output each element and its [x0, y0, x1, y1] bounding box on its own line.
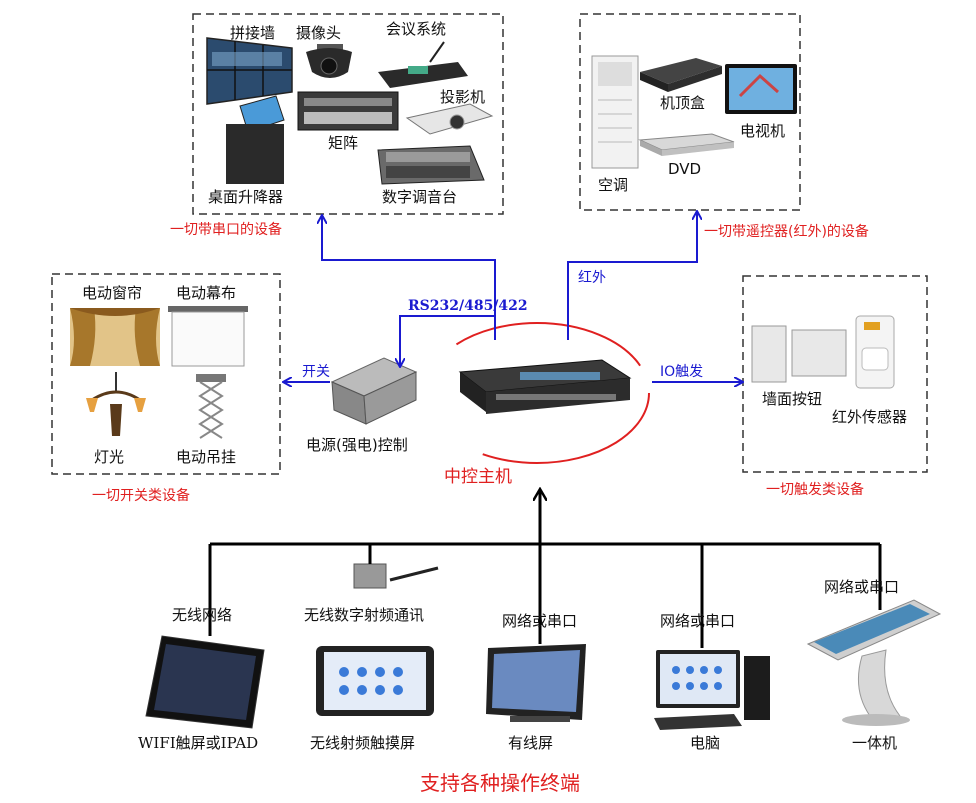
- host-highlight-ellipse: [424, 322, 650, 464]
- wired-screen-image: [486, 644, 586, 722]
- kiosk-image: [806, 599, 942, 726]
- label-power-controller: 电源(强电)控制: [306, 436, 408, 454]
- serial-link-line: [322, 216, 496, 340]
- label-settop: 机顶盒: [660, 94, 705, 112]
- label-screen: 电动幕布: [176, 284, 236, 302]
- audio-mixer-image: [377, 145, 485, 185]
- trigger-devices-box: [742, 275, 928, 473]
- label-infrared: 红外: [578, 270, 606, 286]
- dvd-player-image: [638, 133, 735, 156]
- air-conditioner-image: [591, 55, 639, 169]
- computer-image: [654, 650, 770, 730]
- conference-system-image: [378, 41, 468, 88]
- label-conference: 会议系统: [386, 20, 446, 38]
- lamp-image: [86, 372, 146, 436]
- label-io-trigger: IO触发: [660, 364, 703, 380]
- power-link-line: [400, 315, 495, 366]
- terminal-bottom-wifi: WIFI触屏或IPAD: [138, 734, 258, 752]
- label-desk-lifter: 桌面升降器: [208, 188, 283, 206]
- ir-devices-box: [579, 13, 801, 211]
- projector-image: [405, 103, 494, 135]
- label-ac: 空调: [598, 176, 628, 194]
- tv-image: [725, 64, 797, 114]
- label-rs232: RS232/485/422: [408, 298, 528, 314]
- label-video-wall: 拼接墙: [230, 24, 275, 42]
- desk-lifter-image: [226, 95, 285, 184]
- curtain-image: [70, 308, 160, 366]
- power-controller-image: [330, 357, 418, 425]
- serial-devices-box: [192, 13, 504, 215]
- wall-button-image: [751, 325, 847, 383]
- switch-devices-box: [51, 273, 281, 475]
- label-switch-link: 开关: [302, 364, 330, 380]
- caption-serial-devices: 一切带串口的设备: [170, 221, 282, 238]
- settop-box-image: [640, 58, 722, 92]
- terminal-top-wifi: 无线网络: [172, 606, 232, 624]
- rf-touchscreen-image: [316, 646, 434, 716]
- label-wall-button: 墙面按钮: [762, 390, 822, 408]
- label-ir-sensor: 红外传感器: [832, 408, 907, 426]
- ir-link-line: [567, 212, 697, 340]
- terminals-title: 支持各种操作终端: [420, 771, 580, 795]
- terminal-bottom-kiosk: 一体机: [852, 734, 897, 752]
- label-light: 灯光: [94, 448, 124, 466]
- wireless-antenna-image: [353, 563, 439, 589]
- terminal-top-wired: 网络或串口: [502, 612, 577, 630]
- terminal-bottom-pc: 电脑: [690, 734, 720, 752]
- caption-ir-devices: 一切带遥控器(红外)的设备: [704, 223, 869, 240]
- projection-screen-image: [168, 306, 248, 367]
- label-central-host: 中控主机: [444, 467, 512, 487]
- caption-switch-devices: 一切开关类设备: [92, 487, 190, 504]
- matrix-image: [297, 91, 399, 131]
- camera-image: [306, 44, 352, 78]
- terminal-bottom-rf: 无线射频触摸屏: [310, 734, 415, 752]
- label-curtain: 电动窗帘: [82, 284, 142, 302]
- terminal-top-rf: 无线数字射频通讯: [304, 606, 424, 624]
- label-lift: 电动吊挂: [176, 448, 236, 466]
- terminal-top-kiosk: 网络或串口: [824, 578, 899, 596]
- terminal-bottom-wired: 有线屏: [508, 734, 553, 752]
- label-projector: 投影机: [440, 88, 485, 106]
- label-mixer: 数字调音台: [382, 188, 457, 206]
- caption-trigger-devices: 一切触发类设备: [766, 481, 864, 498]
- terminal-top-pc: 网络或串口: [660, 612, 735, 630]
- ipad-image: [145, 635, 265, 729]
- motorized-lift-image: [196, 374, 226, 439]
- label-camera: 摄像头: [296, 24, 341, 42]
- label-dvd: DVD: [668, 160, 701, 178]
- label-matrix: 矩阵: [328, 134, 358, 152]
- video-wall-image: [206, 37, 293, 105]
- label-tv: 电视机: [740, 122, 785, 140]
- ir-sensor-image: [855, 315, 895, 389]
- central-host-image: [458, 359, 632, 414]
